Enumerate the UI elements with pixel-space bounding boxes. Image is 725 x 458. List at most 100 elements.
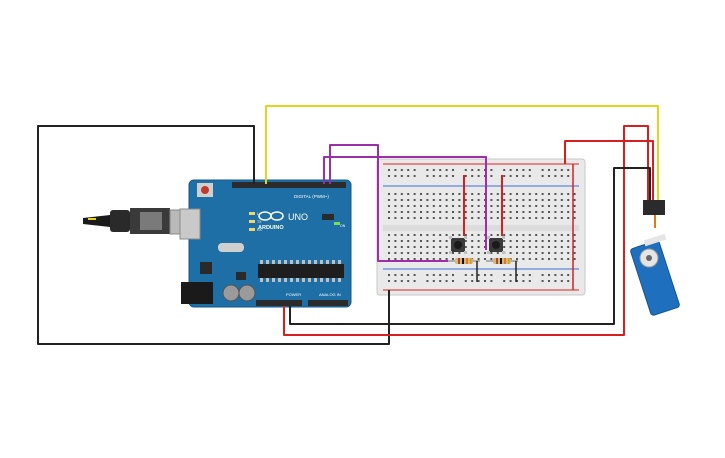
breadboard-hole[interactable] — [554, 234, 557, 236]
breadboard-hole[interactable] — [509, 252, 512, 254]
breadboard-hole[interactable] — [567, 169, 570, 171]
breadboard-hole[interactable] — [490, 193, 493, 195]
breadboard-hole[interactable] — [503, 217, 506, 219]
breadboard-hole[interactable] — [400, 246, 403, 248]
breadboard-hole[interactable] — [573, 234, 576, 236]
breadboard-hole[interactable] — [548, 252, 550, 254]
breadboard-hole[interactable] — [484, 280, 486, 282]
pushbutton-2[interactable] — [487, 236, 505, 254]
breadboard-hole[interactable] — [516, 211, 518, 213]
breadboard-hole[interactable] — [522, 234, 525, 236]
breadboard-hole[interactable] — [567, 240, 570, 242]
breadboard-hole[interactable] — [420, 252, 422, 254]
breadboard-hole[interactable] — [426, 240, 429, 242]
breadboard-hole[interactable] — [509, 234, 512, 236]
breadboard-hole[interactable] — [548, 199, 550, 201]
breadboard-hole[interactable] — [452, 175, 454, 177]
breadboard-hole[interactable] — [509, 205, 512, 207]
breadboard-hole[interactable] — [458, 199, 461, 201]
breadboard-hole[interactable] — [426, 280, 429, 282]
breadboard-hole[interactable] — [420, 240, 422, 242]
breadboard-hole[interactable] — [432, 280, 435, 282]
breadboard-hole[interactable] — [548, 175, 550, 177]
breadboard-hole[interactable] — [567, 258, 570, 260]
breadboard-hole[interactable] — [528, 169, 531, 171]
breadboard-hole[interactable] — [394, 240, 397, 242]
breadboard-hole[interactable] — [554, 169, 557, 171]
breadboard-hole[interactable] — [400, 199, 403, 201]
breadboard-hole[interactable] — [413, 193, 416, 195]
breadboard-hole[interactable] — [445, 280, 448, 282]
breadboard-hole[interactable] — [490, 252, 493, 254]
breadboard-hole[interactable] — [426, 211, 429, 213]
breadboard-hole[interactable] — [477, 193, 480, 195]
breadboard-hole[interactable] — [413, 175, 416, 177]
breadboard-hole[interactable] — [445, 217, 448, 219]
breadboard-hole[interactable] — [445, 169, 448, 171]
breadboard-hole[interactable] — [458, 211, 461, 213]
breadboard-hole[interactable] — [560, 199, 563, 201]
breadboard-hole[interactable] — [426, 205, 429, 207]
breadboard-hole[interactable] — [496, 234, 499, 236]
breadboard-hole[interactable] — [503, 274, 506, 276]
breadboard-hole[interactable] — [541, 199, 544, 201]
breadboard-hole[interactable] — [548, 211, 550, 213]
breadboard-hole[interactable] — [407, 258, 410, 260]
breadboard-hole[interactable] — [535, 252, 538, 254]
breadboard-hole[interactable] — [426, 234, 429, 236]
breadboard-hole[interactable] — [407, 217, 410, 219]
breadboard-hole[interactable] — [567, 199, 570, 201]
breadboard-hole[interactable] — [567, 193, 570, 195]
breadboard-hole[interactable] — [528, 175, 531, 177]
breadboard-hole[interactable] — [407, 252, 410, 254]
breadboard-hole[interactable] — [477, 211, 480, 213]
breadboard-hole[interactable] — [516, 246, 518, 248]
breadboard-hole[interactable] — [452, 258, 454, 260]
breadboard-hole[interactable] — [528, 240, 531, 242]
breadboard-hole[interactable] — [445, 246, 448, 248]
breadboard-hole[interactable] — [541, 280, 544, 282]
breadboard-hole[interactable] — [388, 199, 390, 201]
breadboard-hole[interactable] — [509, 246, 512, 248]
breadboard-hole[interactable] — [432, 240, 435, 242]
breadboard-hole[interactable] — [400, 258, 403, 260]
breadboard-hole[interactable] — [541, 240, 544, 242]
breadboard-hole[interactable] — [445, 274, 448, 276]
breadboard-hole[interactable] — [541, 252, 544, 254]
breadboard-hole[interactable] — [477, 280, 480, 282]
breadboard-hole[interactable] — [413, 205, 416, 207]
breadboard-hole[interactable] — [522, 169, 525, 171]
breadboard-hole[interactable] — [471, 217, 474, 219]
breadboard-hole[interactable] — [567, 205, 570, 207]
breadboard-hole[interactable] — [567, 175, 570, 177]
breadboard-hole[interactable] — [407, 234, 410, 236]
breadboard-hole[interactable] — [452, 217, 454, 219]
breadboard-hole[interactable] — [528, 252, 531, 254]
breadboard-hole[interactable] — [560, 234, 563, 236]
breadboard-hole[interactable] — [426, 199, 429, 201]
breadboard-hole[interactable] — [464, 211, 467, 213]
breadboard-hole[interactable] — [554, 240, 557, 242]
breadboard-hole[interactable] — [458, 217, 461, 219]
breadboard-hole[interactable] — [573, 193, 576, 195]
breadboard-hole[interactable] — [560, 240, 563, 242]
breadboard-hole[interactable] — [432, 199, 435, 201]
breadboard-hole[interactable] — [471, 280, 474, 282]
breadboard-hole[interactable] — [445, 175, 448, 177]
breadboard-hole[interactable] — [554, 258, 557, 260]
breadboard-hole[interactable] — [407, 240, 410, 242]
breadboard-hole[interactable] — [554, 280, 557, 282]
breadboard-hole[interactable] — [452, 274, 454, 276]
breadboard-hole[interactable] — [439, 258, 442, 260]
breadboard-hole[interactable] — [560, 274, 563, 276]
breadboard-hole[interactable] — [567, 211, 570, 213]
breadboard-hole[interactable] — [400, 205, 403, 207]
breadboard-hole[interactable] — [420, 217, 422, 219]
breadboard-hole[interactable] — [490, 280, 493, 282]
breadboard-hole[interactable] — [432, 205, 435, 207]
breadboard-hole[interactable] — [413, 199, 416, 201]
breadboard-hole[interactable] — [477, 205, 480, 207]
breadboard-hole[interactable] — [471, 205, 474, 207]
breadboard-hole[interactable] — [471, 199, 474, 201]
breadboard-hole[interactable] — [400, 234, 403, 236]
